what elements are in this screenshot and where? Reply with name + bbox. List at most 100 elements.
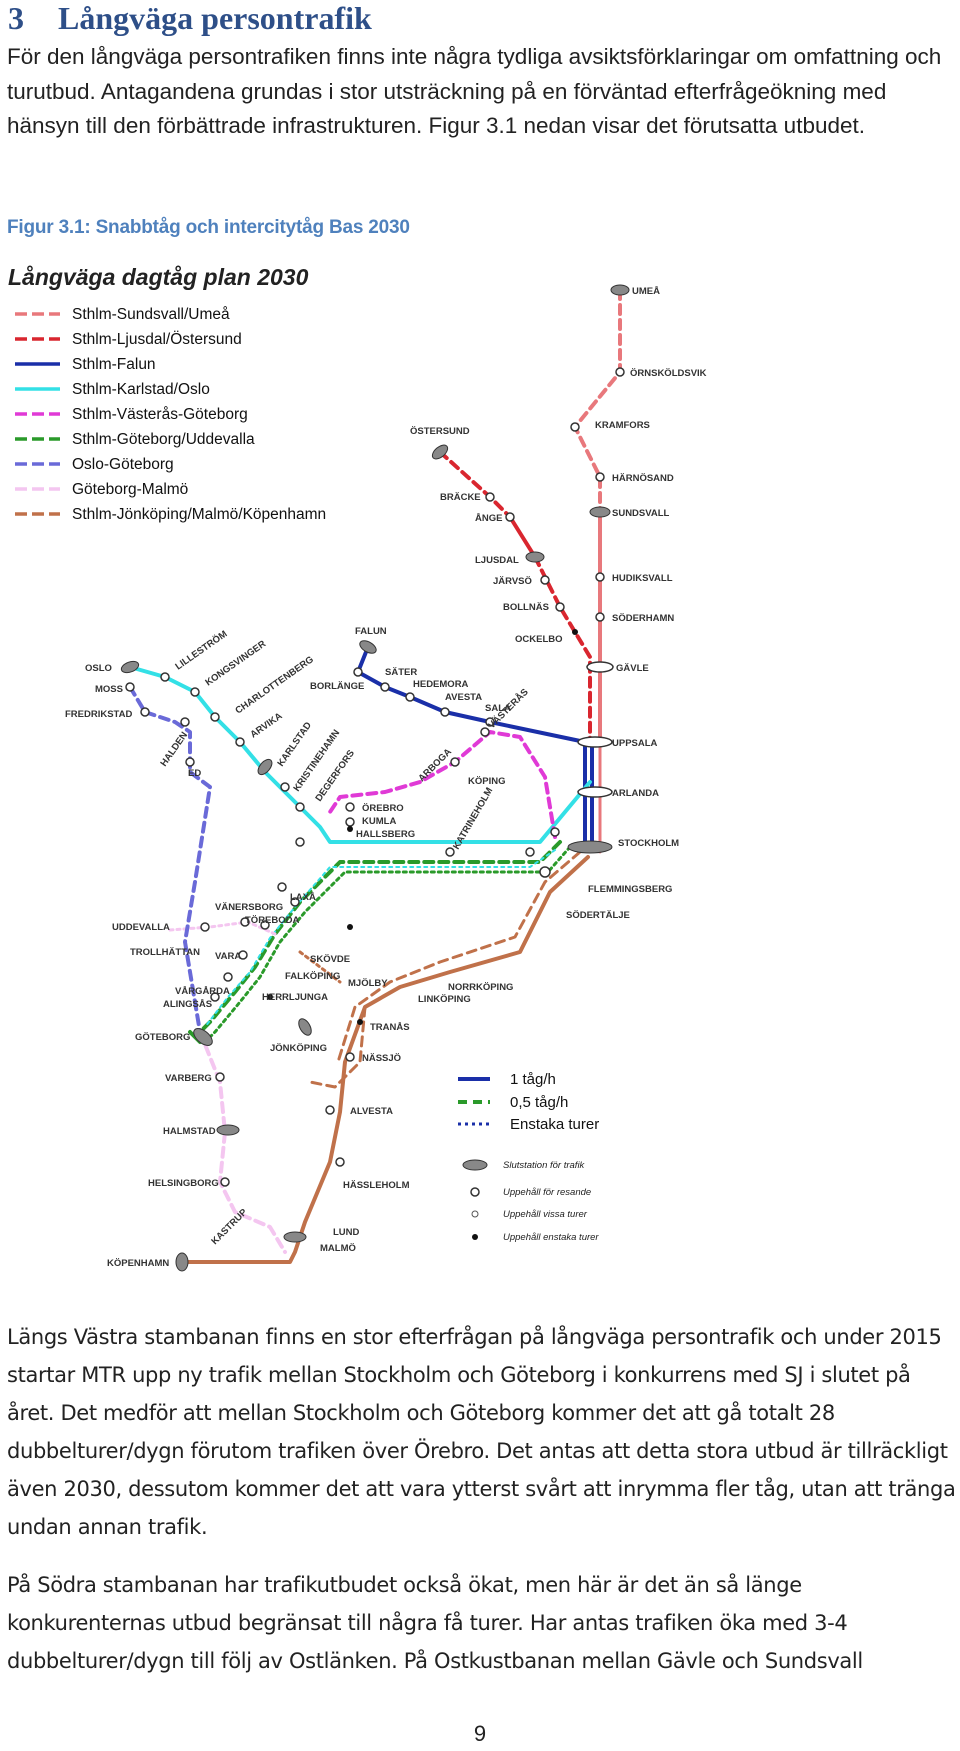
station-label: GÖTEBORG [135,1032,190,1043]
terminal-halmstad [216,1124,240,1136]
station-label: AVESTA [445,692,482,703]
stop [180,717,190,727]
legend-item: Göteborg-Malmö [72,481,188,498]
station-label: NORRKÖPING [448,982,513,993]
legend-item: Sthlm-Karlstad/Oslo [72,381,210,398]
rail-lines [128,288,622,1264]
route-goteborg [198,840,562,1034]
stop [505,512,515,522]
legend-item: Oslo-Göteborg [72,456,174,473]
route-cyan-dotted [204,849,556,1028]
key-stop-some-symbol [471,1210,479,1218]
station-label: LJUSDAL [475,555,519,566]
route-goteborg-dotted [203,845,572,1044]
key-terminal-symbol [462,1159,488,1171]
station-label: FALKÖPING [285,971,340,982]
station-label: KARLSTAD [275,720,314,769]
stop [140,707,150,717]
stop [440,707,450,717]
stop [200,922,210,932]
station-label: MJÖLBY [348,978,388,989]
railway-map: Långväga dagtåg plan 2030 Sthlm-Sundsval… [0,262,960,1282]
stop [615,367,625,377]
station-label: STOCKHOLM [618,838,679,849]
terminal-goteborg [193,1028,213,1046]
figure-caption: Figur 3.1: Snabbtåg och intercitytåg Bas… [7,217,410,238]
station-label: ALINGSÅS [163,999,212,1010]
stop [335,1157,345,1167]
stop [485,492,495,502]
route-ange [508,515,537,559]
body-paragraph: Längs Västra stambanan finns en stor eft… [7,1325,956,1539]
station-label: VÄNERSBORG [215,902,283,913]
station-label: BORLÄNGE [310,681,364,692]
route-goteborg-malmo [198,1030,287,1254]
legend-item: Sthlm-Göteborg/Uddevalla [72,431,255,448]
station-label: ÖSTERSUND [410,426,470,437]
station-label: UMEÅ [632,286,660,297]
stop-gavle [586,661,614,673]
station-label: HÄSSLEHOLM [343,1180,410,1191]
key-stop-few-symbol [472,1234,478,1240]
stop-arlanda [577,786,613,798]
terminal-ljusdal [525,551,545,563]
terminal-kopenhamn [175,1252,189,1272]
stop [595,572,605,582]
stop [185,757,195,767]
stop [190,687,200,697]
key-label-dashed: 0,5 tåg/h [510,1094,568,1111]
route-malmo-dashed [336,850,582,1064]
station-label: SALA [485,703,511,714]
terminal-sundsvall [589,506,611,518]
stop [325,1105,335,1115]
route-oslo-goteborg [128,685,212,1034]
route-falun [356,645,587,849]
key-stop-all-symbol [470,1187,480,1197]
station-label: CHARLOTTENBERG [233,654,315,716]
station-label: NÄSSJÖ [362,1053,401,1064]
station-label: VARA [215,951,241,962]
stop [295,837,305,847]
station-label: UDDEVALLA [112,922,170,933]
route-ostersund [438,450,512,519]
stop [345,802,355,812]
station-label: OCKELBO [515,634,563,645]
stop [380,682,390,692]
station-label: HALLSBERG [356,829,415,840]
station-label: BOLLNÄS [503,602,549,613]
stop [445,847,455,857]
body-paragraph: På Södra stambanan har trafikutbudet ock… [7,1573,863,1673]
stop [210,712,220,722]
station-label: UPPSALA [612,738,658,749]
stop [357,1019,363,1025]
station-label: ÖREBRO [362,803,404,814]
stop [540,575,550,585]
legend-item: Sthlm-Falun [72,356,156,373]
station-label: JÄRVSÖ [493,576,532,587]
section-title: Långväga persontrafik [58,0,372,36]
stop [595,472,605,482]
station-label: SÖDERHAMN [612,613,674,624]
terminal-stockholm [567,840,613,854]
station-label: VÅRGÅRDA [175,986,230,997]
stop-uppsala [577,736,613,748]
station-label: KRAMFORS [595,420,650,431]
station-label: LUND [333,1227,360,1238]
route-malmo [183,855,590,1264]
station-label: JÖNKÖPING [270,1043,327,1054]
terminal-falun [359,640,377,654]
station-label: ÅNGE [475,513,502,524]
legend-item: Sthlm-Ljusdal/Östersund [72,330,242,348]
station-label: KASTRUP [209,1206,250,1247]
page-number: 9 [473,1721,487,1746]
station-label: ARLANDA [612,788,659,799]
route-ljusdal [533,555,592,744]
stop [347,826,353,832]
station-label: ARBOGA [416,746,454,784]
map-legend: Sthlm-Sundsvall/Umeå Sthlm-Ljusdal/Öster… [15,306,326,523]
stop [525,847,535,857]
station-label: BRÄCKE [440,492,481,503]
station-label: HALMSTAD [163,1126,216,1137]
station-label: TÖREBODA [245,915,300,926]
